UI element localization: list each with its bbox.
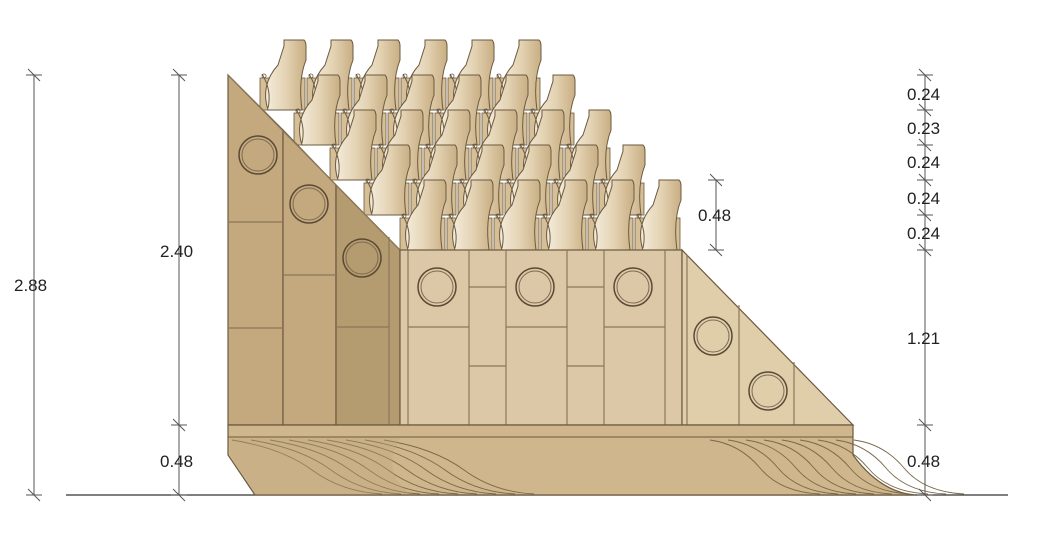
dimension-labels: 2.88 2.40 0.48 0.48 0.24 0.23 0.24 0.24 … — [14, 85, 940, 471]
port-window — [289, 184, 329, 224]
dimension-lines — [26, 68, 933, 502]
tooth — [293, 74, 341, 146]
right-block — [681, 248, 855, 426]
tooth — [259, 39, 307, 111]
port-window — [613, 267, 653, 307]
base-wave-right — [709, 439, 965, 495]
dim-right-2: 0.24 — [907, 153, 940, 172]
tooth-rows — [259, 39, 682, 251]
dim-step-height: 0.48 — [698, 206, 731, 225]
center-block — [399, 249, 683, 426]
tooth — [329, 109, 377, 181]
dim-right-3: 0.24 — [907, 189, 940, 208]
dim-total-height: 2.88 — [14, 276, 47, 295]
port-window — [342, 238, 382, 278]
dim-right-1: 0.23 — [907, 119, 940, 138]
tooth — [540, 179, 588, 251]
port-window — [693, 316, 733, 356]
dim-body-height: 2.40 — [160, 242, 193, 261]
dim-right-mid: 1.21 — [907, 329, 940, 348]
port-window — [238, 135, 278, 175]
dim-base-right: 0.48 — [907, 452, 940, 471]
port-window — [515, 267, 555, 307]
dim-right-0: 0.24 — [907, 85, 940, 104]
port-window — [748, 371, 788, 411]
tooth — [634, 179, 682, 251]
tooth — [587, 179, 635, 251]
tooth — [493, 179, 541, 251]
base-platform — [227, 424, 965, 496]
dim-base-left: 0.48 — [160, 452, 193, 471]
tooth — [363, 144, 411, 216]
tooth — [399, 179, 447, 251]
dim-right-4: 0.24 — [907, 224, 940, 243]
tooth — [446, 179, 494, 251]
base-wave-left — [230, 438, 535, 495]
port-window — [417, 267, 457, 307]
round-ports — [238, 135, 788, 411]
